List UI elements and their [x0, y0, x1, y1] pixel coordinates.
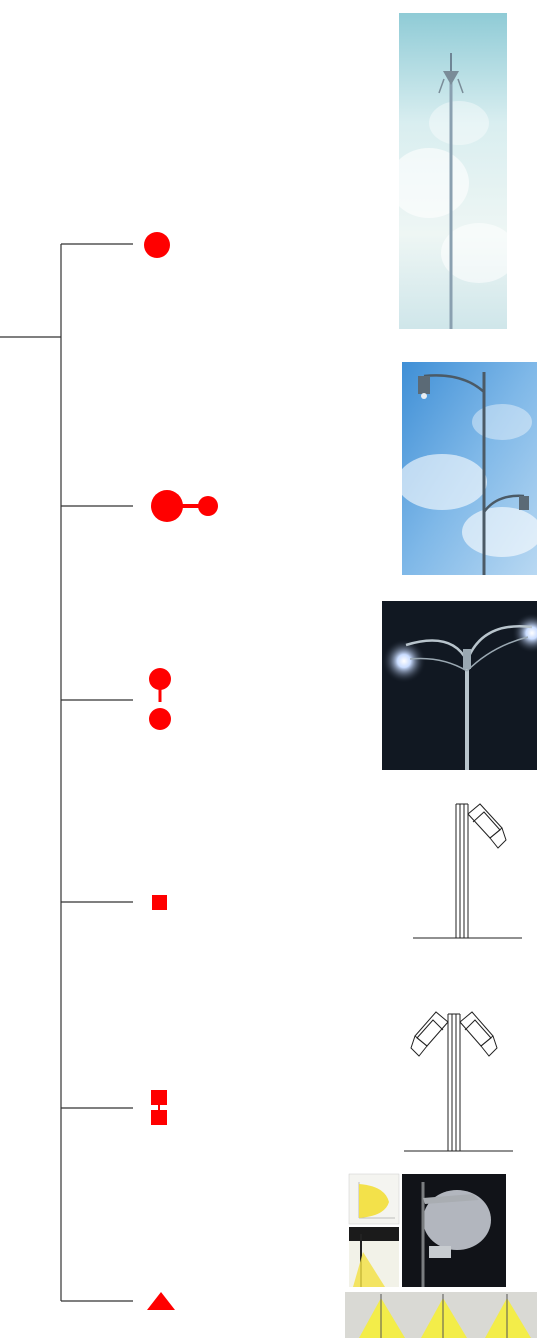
triangle-icon	[147, 1292, 175, 1310]
single-mast-photo	[399, 13, 507, 329]
single-square-icon	[152, 895, 167, 910]
single-floodlight-drawing	[410, 800, 525, 942]
double-square-icon	[151, 1090, 167, 1125]
double-circle-vertical-icon	[149, 668, 171, 730]
single-circle-icon	[144, 232, 170, 258]
night-double-lamp-photo	[382, 601, 537, 770]
double-arm-pole-photo	[402, 362, 537, 575]
double-circle-horizontal-icon	[151, 490, 218, 522]
lighting-study-collage	[345, 1172, 537, 1338]
double-floodlight-drawing	[403, 1010, 518, 1155]
